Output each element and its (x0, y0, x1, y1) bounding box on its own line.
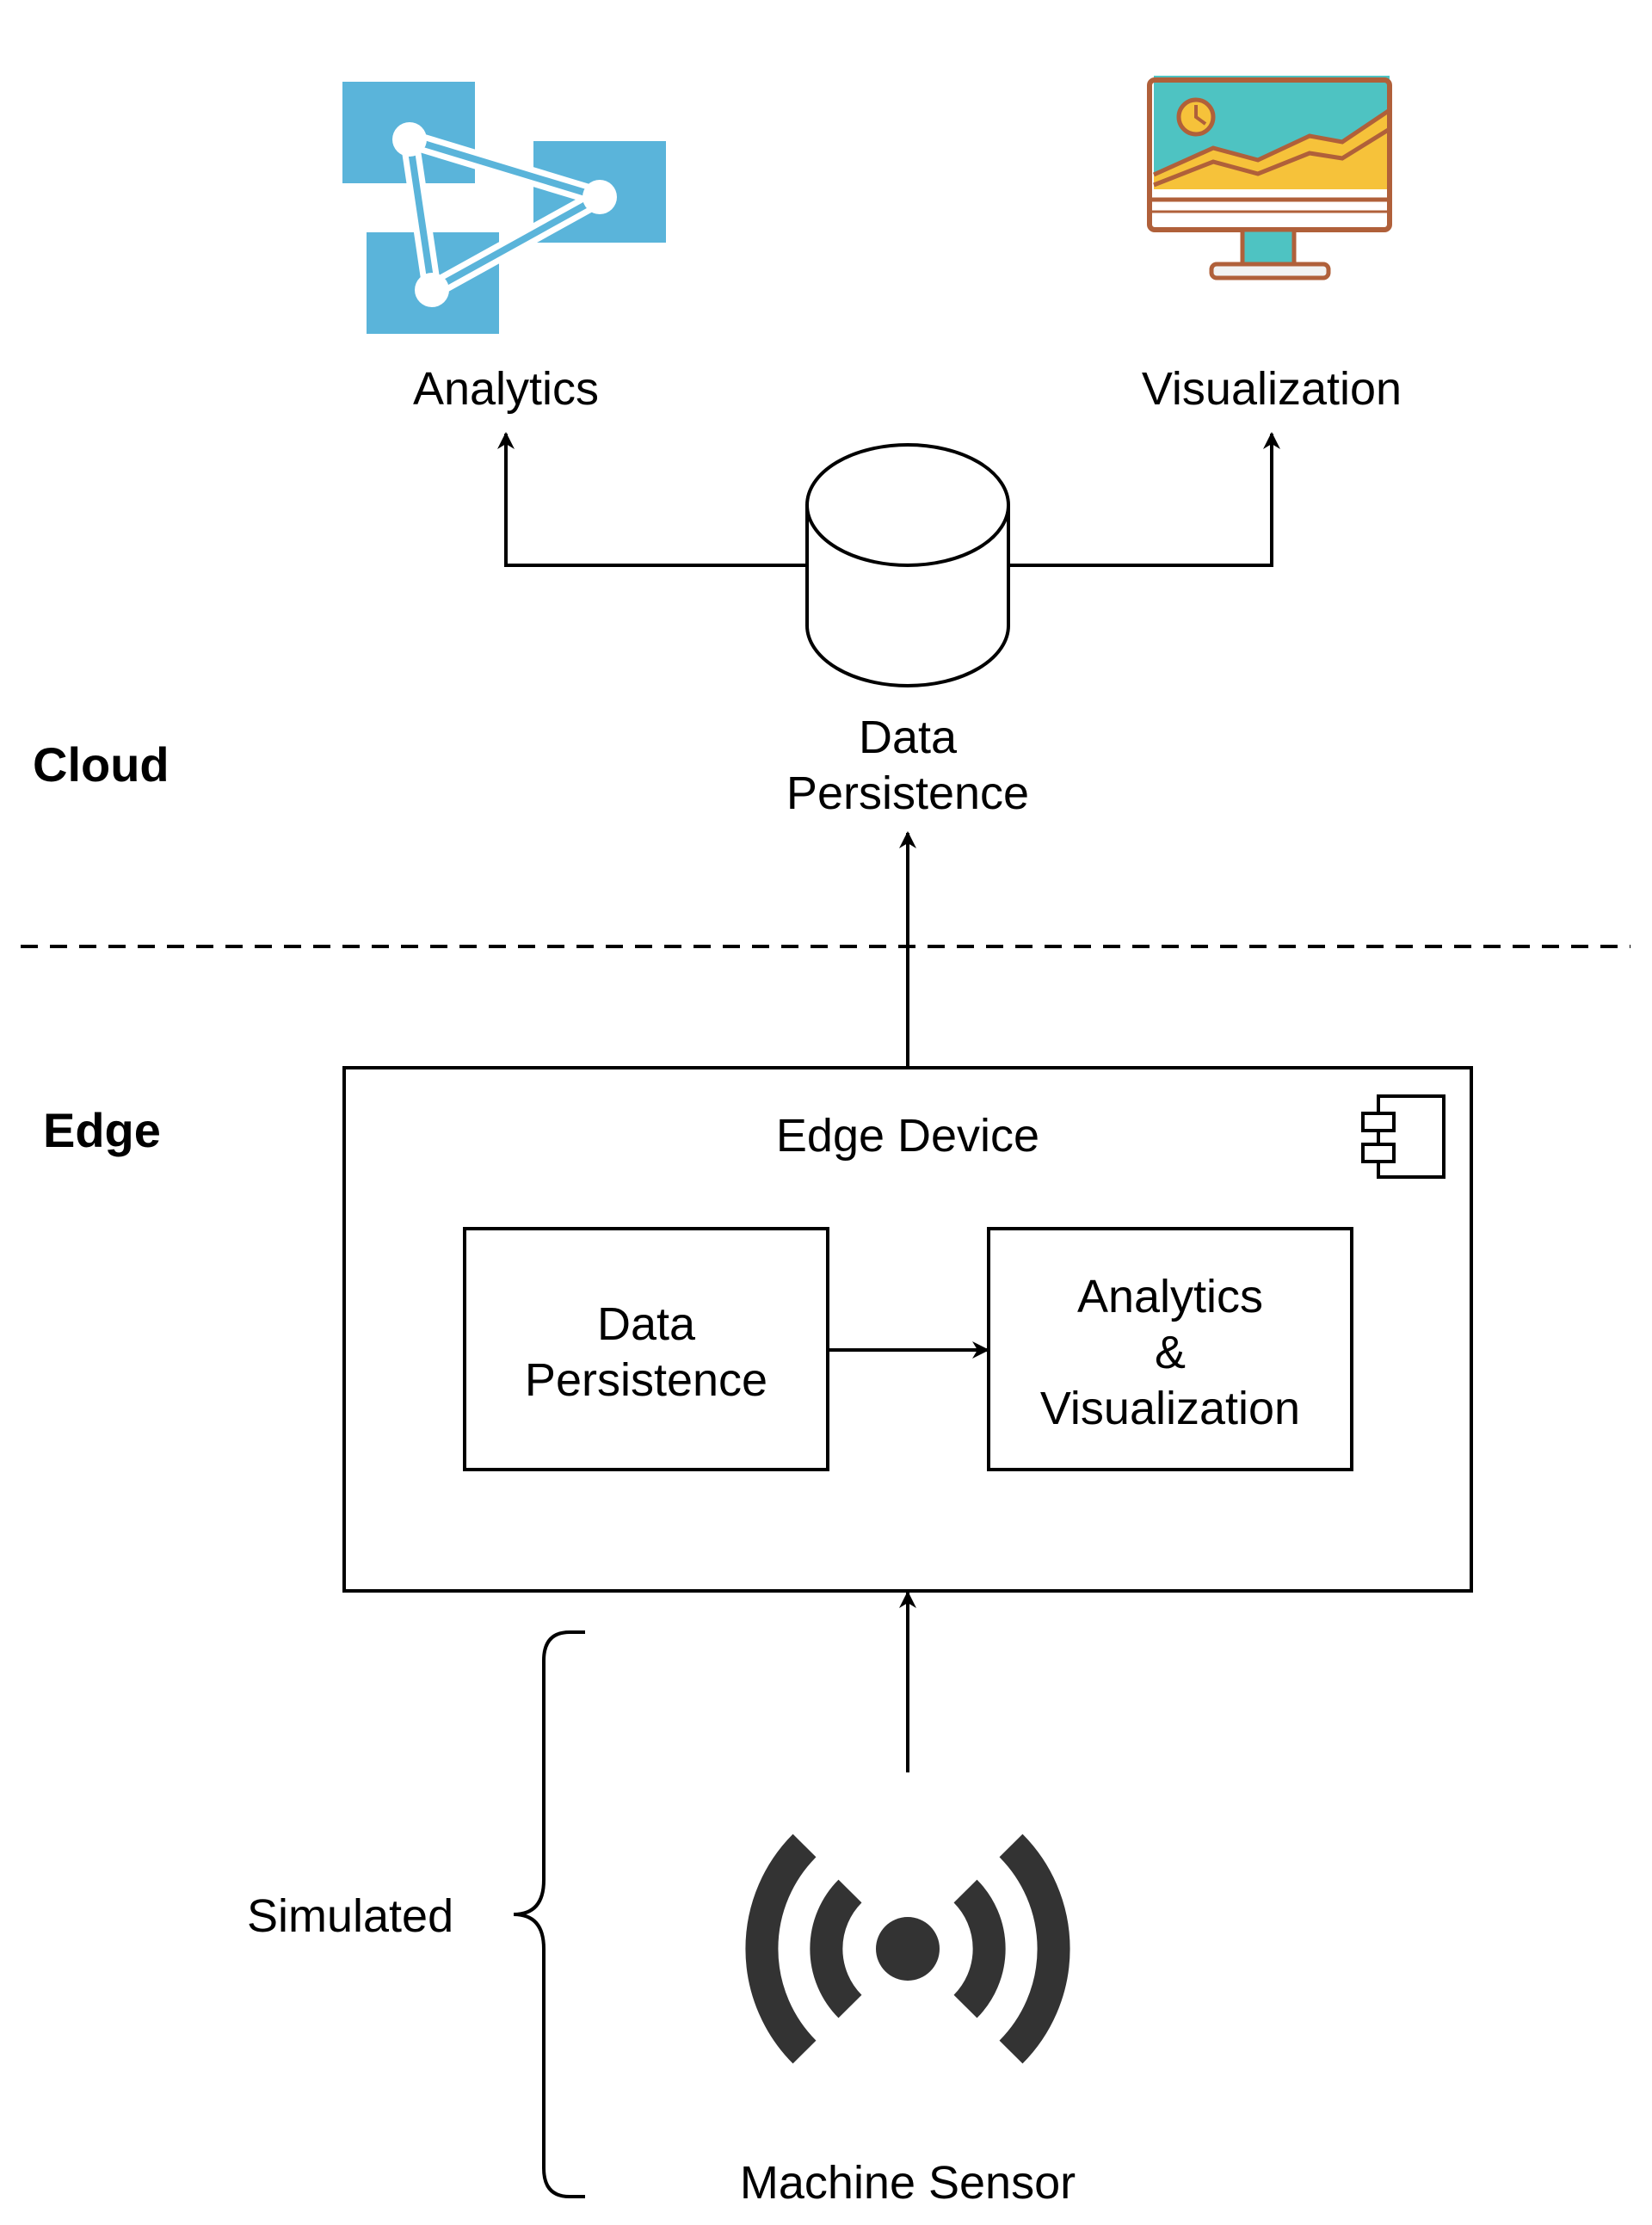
edge-persistence-label-line1: Data (597, 1298, 696, 1350)
cloud-persistence-label-line1: Data (859, 712, 958, 763)
cloud-persistence-label-line2: Persistence (786, 767, 1029, 819)
zone-label-edge: Edge (43, 1103, 161, 1157)
wireless-signal-icon (745, 1834, 1070, 2064)
database-cylinder-icon (805, 443, 1010, 687)
component-icon (1361, 1094, 1446, 1179)
simulated-brace (513, 1630, 585, 2198)
edge-analytics-label-line1: Analytics (1077, 1271, 1263, 1322)
arrow-to-cloud-analytics (497, 432, 807, 567)
edge-persistence-box (463, 1227, 829, 1471)
simulated-label: Simulated (247, 1890, 453, 1942)
cloud-analytics-label: Analytics (413, 363, 599, 415)
network-graph-icon (342, 82, 666, 334)
edge-persistence-label-line2: Persistence (525, 1354, 767, 1406)
zone-label-cloud: Cloud (33, 737, 170, 792)
arrow-to-cloud-visualization (1008, 432, 1280, 567)
edge-analytics-label-line3: Visualization (1040, 1383, 1300, 1434)
cloud-visualization-label: Visualization (1142, 363, 1402, 415)
edge-analytics-label-line2: & (1155, 1327, 1186, 1378)
edge-device-title: Edge Device (776, 1110, 1039, 1162)
edge-analytics-box (987, 1227, 1353, 1471)
machine-sensor-label: Machine Sensor (740, 2157, 1076, 2209)
monitor-chart-icon (1147, 76, 1392, 280)
